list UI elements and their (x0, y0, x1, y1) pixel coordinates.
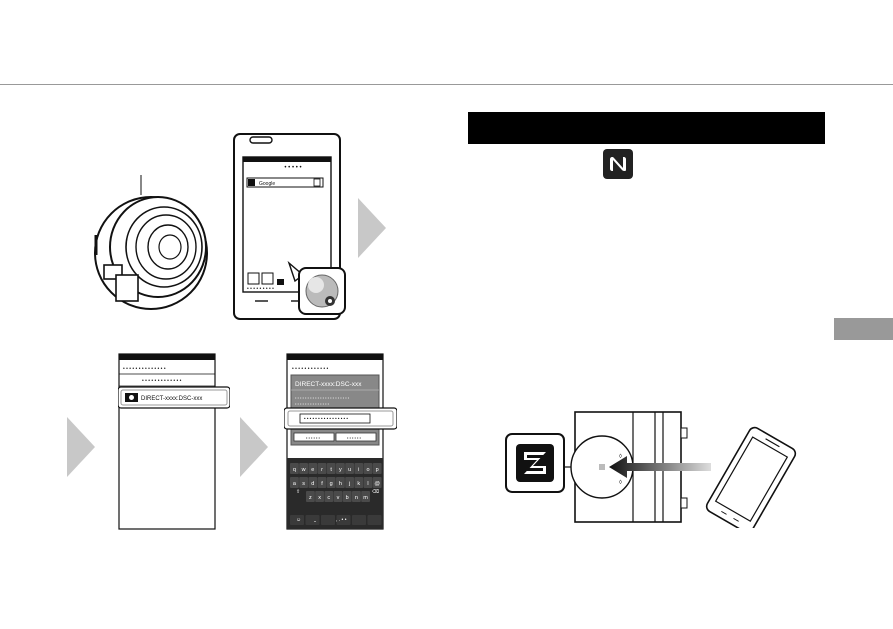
keyboard-key (363, 463, 373, 474)
search-label: Google (259, 181, 275, 187)
keyboard-key-label: e (311, 467, 314, 473)
keyboard-key (299, 463, 308, 474)
svg-text:• • • • • • • • • • • •: • • • • • • • • • • • • (292, 366, 329, 372)
keyboard-key (372, 463, 382, 474)
keyboard-key-label: h (339, 481, 342, 487)
keyboard-key-label: b (346, 495, 349, 501)
nfc-touch-illustration: ◊ ◊ (505, 411, 797, 528)
step-arrow-icon (358, 198, 386, 258)
keyboard-key (336, 515, 351, 525)
keyboard-key (333, 491, 343, 502)
keyboard-key (352, 491, 361, 502)
keyboard-key (345, 463, 354, 474)
keyboard-key (345, 477, 354, 488)
keyboard-key (326, 463, 336, 474)
keyboard-key (290, 477, 299, 488)
keyboard-key-label: p (376, 467, 379, 473)
section-heading-bar (468, 112, 825, 144)
keyboard-key (336, 477, 345, 488)
keyboard-key (317, 463, 327, 474)
keyboard-key-label: z (309, 495, 312, 501)
keyboard-key (326, 477, 336, 488)
svg-text:⎵: ⎵ (314, 517, 316, 523)
keyboard-key-label: a (293, 481, 297, 487)
wifi-network-list-screen: • • • • • • • • • • • • • • • • • • • • … (118, 353, 230, 530)
svg-text:• • • • • •: • • • • • • (347, 435, 362, 440)
keyboard-key (342, 491, 352, 502)
keyboard-key-label: w (301, 467, 306, 473)
keyboard-key-label: u (348, 467, 351, 473)
header-divider (0, 84, 893, 85)
svg-text:• • • • • • • • • • • • • • •: • • • • • • • • • • • • • • • • (304, 416, 348, 421)
keyboard-key (306, 491, 315, 502)
lens-camera-illustration (94, 175, 208, 310)
step-arrow-icon (240, 417, 268, 477)
keyboard-key-label: m (363, 495, 368, 501)
keyboard-key (367, 515, 382, 525)
svg-text:⇧: ⇧ (296, 489, 300, 495)
keyboard-key (321, 515, 335, 525)
section-index-tab (834, 318, 893, 340)
svg-text:◊: ◊ (619, 453, 622, 460)
keyboard-key (372, 477, 382, 488)
keyboard-key (361, 491, 370, 502)
keyboard-key-label: i (358, 467, 359, 473)
keyboard-key (363, 477, 373, 488)
keyboard-key (324, 491, 334, 502)
keyboard-key-label: @ (374, 481, 380, 487)
svg-text:• • • • •: • • • • • (284, 165, 301, 171)
keyboard-key-label: o (366, 467, 369, 473)
keyboard-key-label: y (339, 467, 342, 473)
svg-text:• • • • • • • • • • • • • •: • • • • • • • • • • • • • • (295, 401, 330, 406)
keyboard-key-label: s (302, 481, 305, 487)
keyboard-key (317, 477, 327, 488)
keyboard-key-label: v (337, 495, 340, 501)
keyboard-key-label: t (330, 467, 332, 473)
keyboard-key-label: f (321, 481, 323, 487)
ssid-label: DIRECT-xxxx:DSC-xxx (141, 396, 202, 402)
smartphone-illustration: • • • • • Google • • • • • • • • • (233, 133, 346, 320)
svg-text:• • • • • • • • • • • • • • •: • • • • • • • • • • • • • • • • • • • • … (295, 395, 350, 400)
keyboard-key (308, 463, 318, 474)
dialog-ssid: DIRECT-xxxx:DSC-xxx (295, 381, 362, 388)
keyboard-key-label: k (357, 481, 360, 487)
keyboard-key (308, 477, 318, 488)
keyboard-key (290, 515, 304, 525)
keyboard-key (305, 515, 320, 525)
keyboard-key (315, 491, 324, 502)
keyboard-key-label: j (348, 481, 350, 487)
svg-text:• • • • • • • • •: • • • • • • • • • (247, 286, 274, 292)
keyboard-key (299, 477, 308, 488)
keyboard-key (336, 463, 345, 474)
step-arrow-icon (67, 417, 95, 477)
keyboard-key-label: d (311, 481, 314, 487)
svg-text:• • • • • • • • • • • • • •: • • • • • • • • • • • • • • (123, 366, 166, 372)
svg-text:◊: ◊ (619, 479, 622, 486)
keyboard-key-label: x (318, 495, 321, 501)
password-entry-screen: • • • • • • • • • • • • DIRECT-xxxx:DSC-… (284, 353, 397, 530)
keyboard-key (354, 477, 364, 488)
n-mark-icon (603, 149, 633, 179)
keyboard-key (354, 463, 364, 474)
keyboard-key-label: n (355, 495, 358, 501)
keyboard-key-label: q (293, 467, 296, 473)
keyboard-key-label: l (367, 481, 368, 487)
keyboard-key (352, 515, 366, 525)
keyboard-key-label: g (330, 481, 333, 487)
svg-text:, . • •: , . • • (336, 517, 347, 523)
keyboard-key-label: c (327, 495, 330, 501)
keyboard-key (290, 463, 299, 474)
svg-text:• • • • • •: • • • • • • (306, 435, 321, 440)
svg-text:☺: ☺ (296, 517, 301, 523)
svg-text:⌫: ⌫ (372, 489, 379, 495)
keyboard-key-label: r (321, 467, 323, 473)
svg-text:• • • • • • • • • • • • •: • • • • • • • • • • • • • (142, 378, 182, 384)
